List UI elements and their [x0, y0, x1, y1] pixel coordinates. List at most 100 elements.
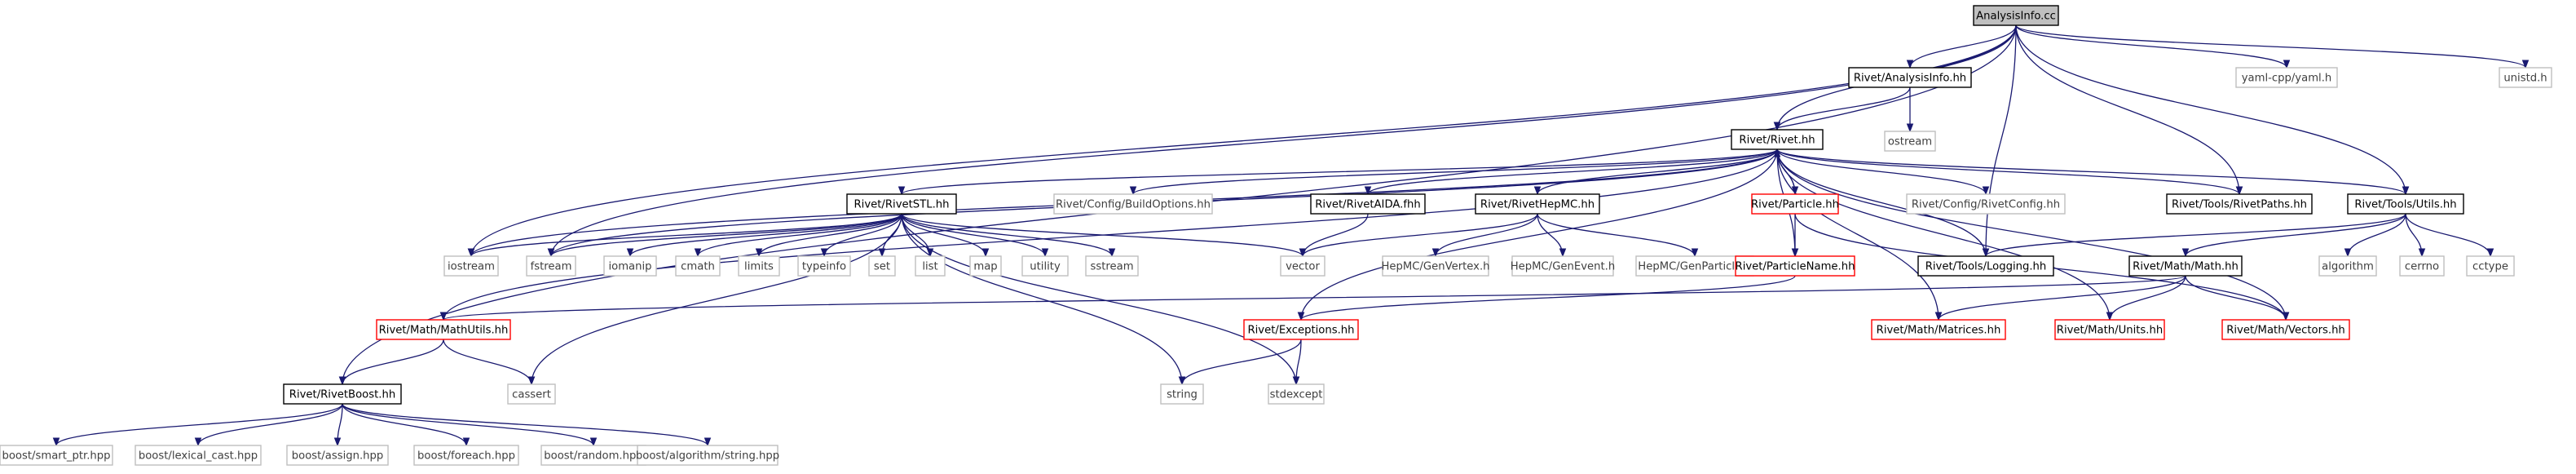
edge-line — [342, 339, 444, 385]
node-mathutils[interactable]: Rivet/Math/MathUtils.hh — [376, 319, 511, 340]
node-units[interactable]: Rivet/Math/Units.hh — [2054, 319, 2165, 340]
node-box — [2399, 255, 2445, 277]
node-riveststl[interactable]: Rivet/RivetSTL.hh — [846, 193, 957, 215]
node-box — [1731, 129, 1824, 150]
edge-line — [901, 213, 1183, 385]
node-box — [443, 255, 499, 277]
edge-exceptions-to-stdexcept — [1292, 339, 1302, 386]
node-label: ostream — [1888, 136, 1932, 148]
edge-arrowhead — [1982, 186, 1990, 196]
edge-riveststl-to-map — [901, 213, 990, 258]
node-algostring: boost/algorithm/string.hpp — [636, 445, 779, 466]
edge-arrowhead — [2106, 312, 2114, 321]
node-box — [2166, 193, 2313, 215]
edge-riveststl-to-limits — [755, 213, 902, 258]
node-rivetpaths[interactable]: Rivet/Tools/RivetPaths.hh — [2166, 193, 2313, 215]
edge-line — [697, 213, 902, 257]
node-label: algorithm — [2322, 261, 2374, 273]
node-label: unistd.h — [2503, 73, 2547, 85]
node-box — [2221, 319, 2350, 340]
node-genparticle: HepMC/GenParticle.h — [1635, 255, 1754, 277]
node-box — [2466, 255, 2515, 277]
edge-line — [1985, 24, 2017, 257]
edge-arrowhead — [981, 248, 990, 258]
edge-line — [1909, 24, 2017, 69]
node-label: boost/foreach.hpp — [417, 450, 515, 463]
node-logging[interactable]: Rivet/Tools/Logging.hh — [1917, 255, 2054, 277]
node-box — [868, 255, 896, 277]
edge-rivetboost-to-smartptr — [52, 403, 343, 447]
node-label: boost/smart_ptr.hpp — [2, 450, 110, 463]
edge-arrowhead — [589, 437, 598, 447]
edge-arrowhead — [439, 312, 448, 321]
edge-line — [2015, 24, 2240, 195]
node-box — [1160, 383, 1204, 405]
node-exceptions[interactable]: Rivet/Exceptions.hh — [1243, 319, 1359, 340]
node-root[interactable]: AnalysisInfo.cc — [1973, 5, 2059, 26]
node-rivet_hh[interactable]: Rivet/Rivet.hh — [1731, 129, 1824, 150]
edge-rivet_hh-to-rivetpaths — [1776, 148, 2243, 196]
node-label: Rivet/Config/BuildOptions.hh — [1056, 199, 1211, 211]
edge-arrowhead — [2521, 60, 2530, 69]
node-particle[interactable]: Rivet/Particle.hh — [1751, 193, 1839, 215]
edge-rivetboost-to-random — [342, 403, 598, 447]
node-box — [283, 383, 402, 405]
node-mathhh[interactable]: Rivet/Math/Math.hh — [2128, 255, 2243, 277]
edge-logging-to-rivet_hh — [1773, 148, 1987, 257]
edge-riveststl-to-sstream — [901, 213, 1116, 258]
node-box — [2054, 319, 2165, 340]
edge-riveststl-to-fstream — [547, 213, 902, 258]
node-box — [1053, 193, 1213, 215]
node-rivetboost[interactable]: Rivet/RivetBoost.hh — [283, 383, 402, 405]
edge-line — [1776, 148, 2240, 195]
edge-line — [443, 148, 1778, 321]
node-utils[interactable]: Rivet/Tools/Utils.hh — [2347, 193, 2464, 215]
edge-arrowhead — [1559, 248, 1567, 258]
node-label: boost/lexical_cast.hpp — [139, 450, 258, 463]
node-label: Rivet/Math/Vectors.hh — [2226, 325, 2345, 337]
node-box — [1243, 319, 1359, 340]
node-box — [2235, 67, 2338, 88]
node-box — [1021, 255, 1069, 277]
node-lexcast: boost/lexical_cast.hpp — [135, 445, 262, 466]
node-label: HepMC/GenEvent.h — [1511, 261, 1615, 273]
edge-riveststl-to-iomanip — [626, 213, 902, 258]
node-assign: boost/assign.hpp — [286, 445, 389, 466]
edge-arrowhead — [1108, 248, 1116, 258]
node-box — [675, 255, 721, 277]
edge-arrowhead — [2418, 248, 2426, 258]
edge-utils-to-logging — [1982, 213, 2406, 258]
node-box — [1085, 255, 1139, 277]
node-set: set — [868, 255, 896, 277]
node-box — [2128, 255, 2243, 277]
edge-line — [443, 339, 532, 385]
edge-line — [901, 148, 1778, 195]
edge-line — [1985, 213, 2406, 257]
edge-arrowhead — [694, 248, 702, 258]
edge-utils-to-cctype — [2405, 213, 2494, 258]
edge-arrowhead — [194, 437, 202, 447]
edge-line — [1537, 213, 1696, 257]
node-label: set — [874, 261, 890, 273]
node-rivethepmc[interactable]: Rivet/RivetHepMC.hh — [1475, 193, 1600, 215]
node-particlename[interactable]: Rivet/ParticleName.hh — [1735, 255, 1855, 277]
node-matrices[interactable]: Rivet/Math/Matrices.hh — [1871, 319, 2006, 340]
edge-arrowhead — [898, 186, 906, 196]
node-vector: vector — [1280, 255, 1325, 277]
node-label: iostream — [448, 261, 495, 273]
edge-line — [2405, 213, 2491, 257]
node-vectors[interactable]: Rivet/Math/Vectors.hh — [2221, 319, 2350, 340]
edge-mathhh-to-units — [2106, 275, 2186, 321]
edge-line — [823, 213, 902, 257]
edge-line — [1776, 148, 1987, 257]
edge-line — [629, 213, 902, 257]
node-box — [135, 445, 262, 466]
node-analysisinfo_hh[interactable]: Rivet/AnalysisInfo.hh — [1848, 67, 1972, 88]
edge-line — [1776, 148, 1939, 321]
edge-utils-to-algorithm — [2344, 213, 2406, 258]
node-label: HepMC/GenParticle.h — [1638, 261, 1751, 273]
node-rivetaida[interactable]: Rivet/RivetAIDA.fhh — [1310, 193, 1426, 215]
edge-arrowhead — [1773, 122, 1781, 131]
edge-utils-to-cerrno — [2405, 213, 2426, 258]
edge-arrowhead — [462, 437, 470, 447]
